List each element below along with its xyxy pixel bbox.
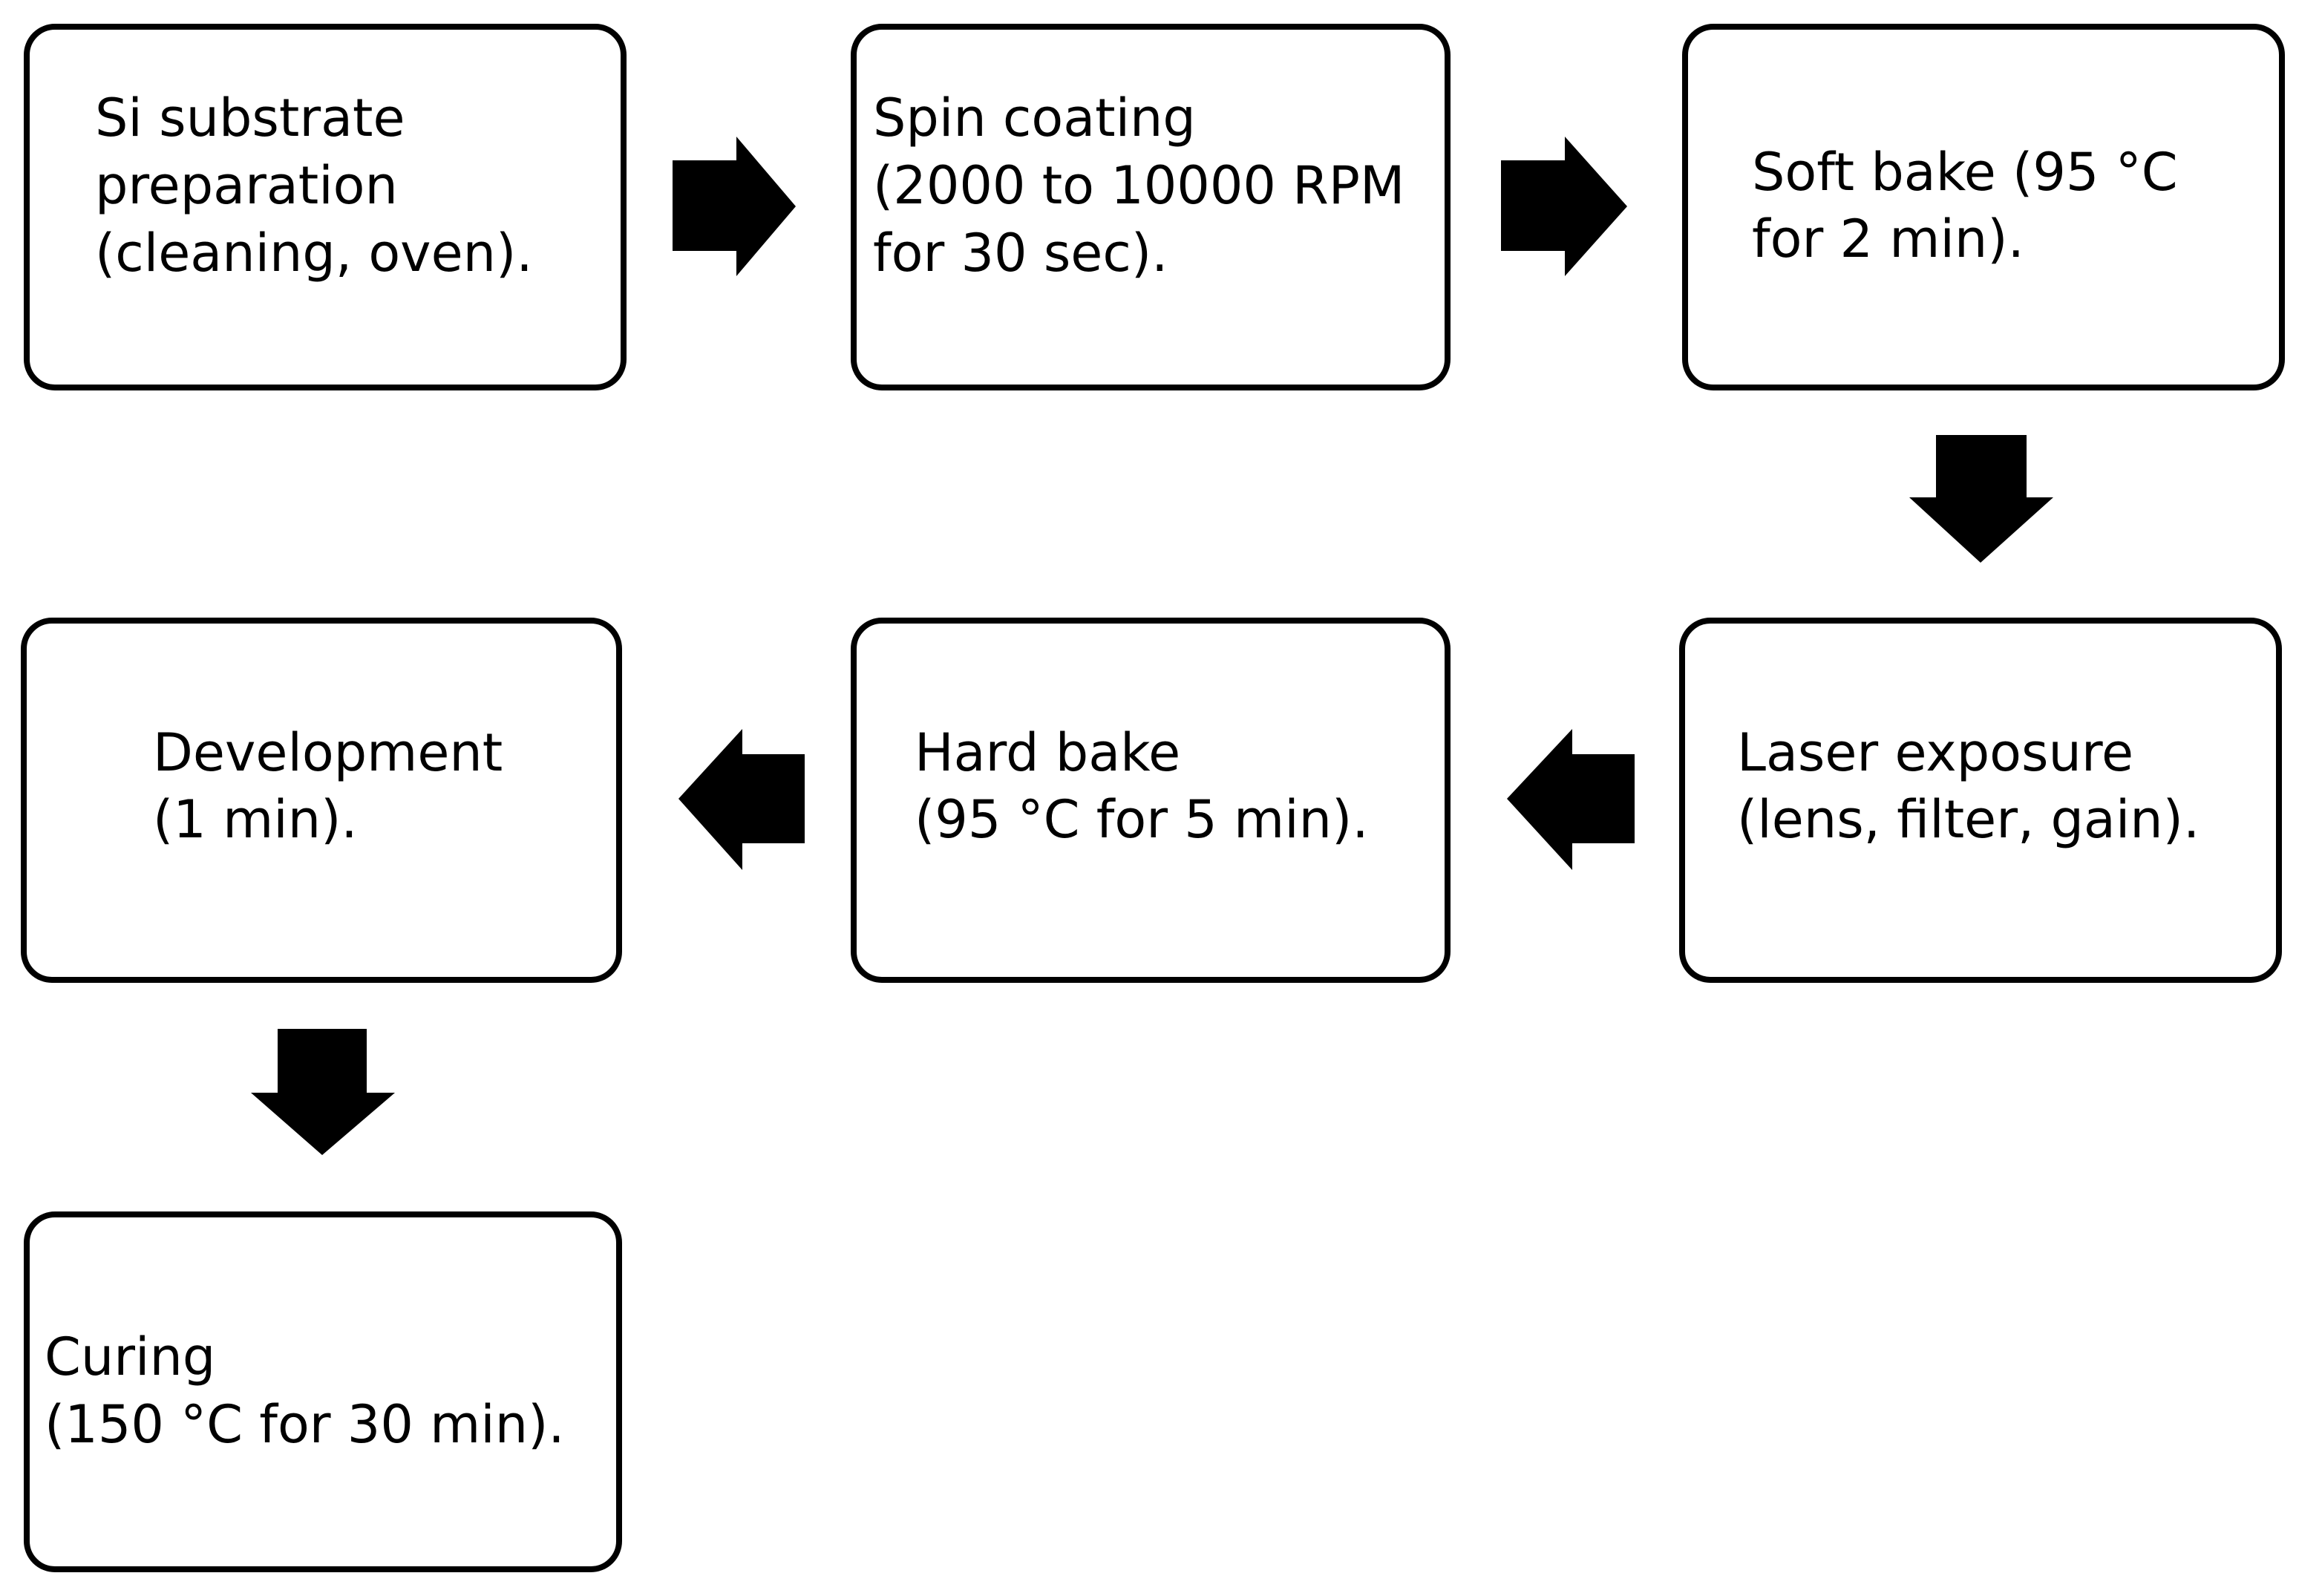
step-spin-coating-line-3: for 30 sec). (873, 223, 1168, 284)
step-development-line-2: (1 min). (153, 789, 358, 850)
step-laser-exposure-box (1679, 618, 2282, 983)
step-soft-bake-line-1: Soft bake (95 °C (1752, 142, 2178, 203)
step-curing-box (24, 1211, 622, 1572)
step-hard-bake-line-2: (95 °C for 5 min). (915, 789, 1369, 850)
step-laser-exposure-line-2: (lens, filter, gain). (1737, 789, 2200, 850)
step-spin-coating-line-1: Spin coating (873, 88, 1196, 148)
step-soft-bake-box (1682, 24, 2285, 390)
step-development-box (21, 618, 622, 983)
arrow-right-icon (1501, 137, 1627, 276)
step-substrate-box (24, 24, 627, 390)
step-curing-line-1: Curing (45, 1327, 215, 1387)
arrow-left-icon (678, 729, 805, 870)
step-spin-coating: Spin coating (2000 to 10000 RPM for 30 s… (851, 24, 1451, 390)
step-curing-line-2: (150 °C for 30 min). (45, 1394, 565, 1455)
step-spin-coating-box (851, 24, 1451, 390)
step-soft-bake-line-2: for 2 min). (1752, 209, 2024, 269)
step-substrate: Si substrate preparation (cleaning, oven… (24, 24, 627, 390)
step-substrate-line-2: preparation (95, 155, 398, 216)
step-development-line-1: Development (153, 722, 503, 783)
arrow-down-icon (251, 1029, 395, 1155)
step-substrate-line-1: Si substrate (95, 88, 405, 148)
arrow-left-icon (1507, 729, 1635, 870)
step-laser-exposure: Laser exposure (lens, filter, gain). (1679, 618, 2282, 983)
step-hard-bake: Hard bake (95 °C for 5 min). (851, 618, 1451, 983)
step-substrate-line-3: (cleaning, oven). (95, 223, 533, 284)
step-spin-coating-line-2: (2000 to 10000 RPM (873, 155, 1404, 216)
step-hard-bake-line-1: Hard bake (915, 722, 1180, 783)
step-hard-bake-box (851, 618, 1451, 983)
arrow-down-icon (1909, 435, 2053, 563)
step-curing: Curing (150 °C for 30 min). (24, 1211, 622, 1572)
step-laser-exposure-line-1: Laser exposure (1737, 722, 2133, 783)
step-development: Development (1 min). (21, 618, 622, 983)
step-soft-bake: Soft bake (95 °C for 2 min). (1682, 24, 2285, 390)
arrow-right-icon (673, 137, 796, 276)
